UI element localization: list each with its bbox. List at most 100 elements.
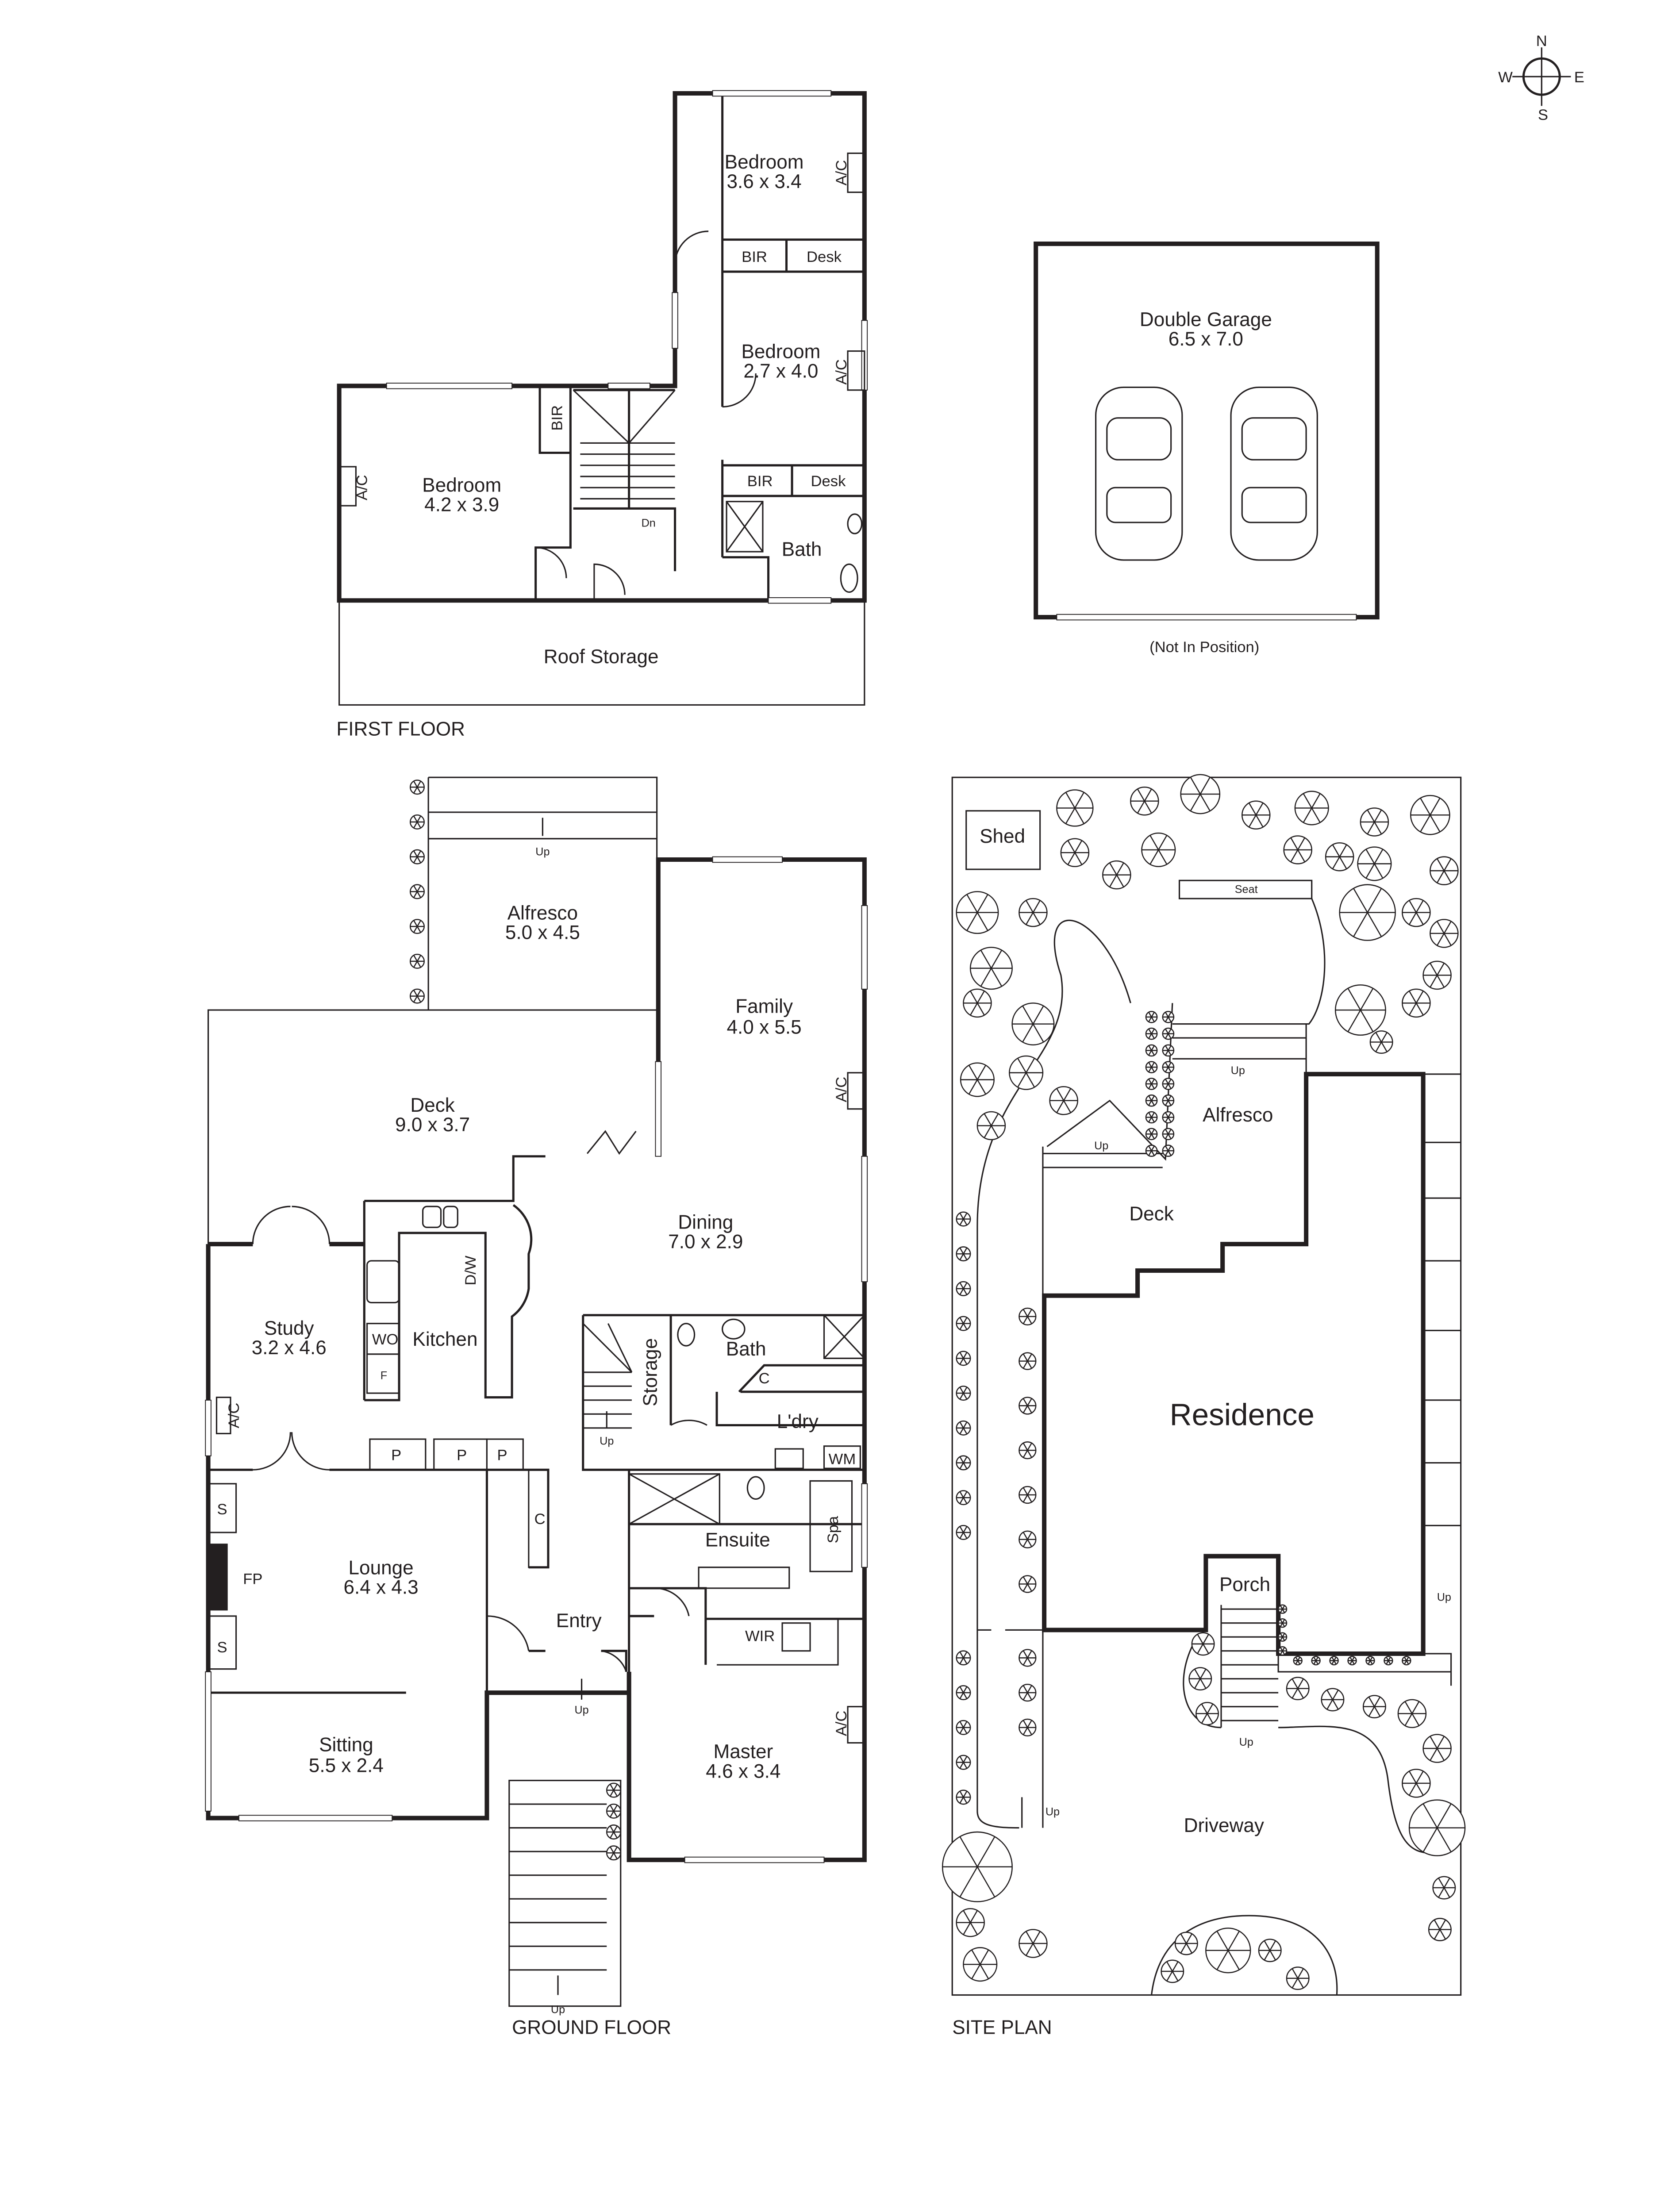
tree-branch — [959, 1253, 964, 1260]
room-size: 3.6 x 3.4 — [727, 171, 802, 192]
tree-branch — [1280, 1647, 1283, 1651]
tree-branch — [1404, 1701, 1413, 1714]
tree-branch — [1207, 1703, 1214, 1714]
tree-branch — [1151, 1129, 1155, 1134]
wall-oven-label: WO — [372, 1331, 399, 1348]
tree-branch — [1148, 1017, 1152, 1022]
tree-branch — [963, 1721, 968, 1728]
tree-branch — [959, 1213, 964, 1220]
tree-branch — [1165, 1062, 1169, 1068]
tree-branch — [959, 1352, 964, 1359]
ac-label: A/C — [226, 1403, 242, 1429]
tree-branch — [963, 1288, 968, 1295]
tree-branch — [1023, 1576, 1028, 1585]
tree-branch — [1165, 1100, 1169, 1106]
tree-branch — [413, 787, 418, 794]
room-size: 4.2 x 3.9 — [424, 494, 499, 516]
tree-branch — [1116, 875, 1124, 887]
tree-branch — [1151, 1062, 1155, 1068]
tree-branch — [963, 1797, 968, 1804]
tree-branch — [613, 1784, 618, 1791]
tree-branch — [1282, 1633, 1285, 1637]
tree-branch — [991, 950, 1003, 969]
tree-branch — [1026, 1072, 1035, 1088]
ac-label: A/C — [833, 160, 850, 186]
tree-branch — [1148, 1095, 1152, 1101]
tree-branch — [959, 1247, 964, 1254]
tree-branch — [1280, 1619, 1283, 1624]
tree-branch — [1194, 1678, 1201, 1689]
tree-branch — [1027, 1316, 1032, 1324]
tree-branch — [1151, 1145, 1155, 1151]
tree-branch — [1165, 1150, 1169, 1156]
tree-branch — [1201, 1703, 1208, 1714]
tree-branch — [1027, 1443, 1032, 1451]
room-name: Kitchen — [412, 1329, 477, 1350]
tree-branch — [1148, 1079, 1152, 1084]
tree-branch — [1074, 792, 1084, 809]
tree-branch — [1420, 814, 1431, 833]
room-size: 6.5 x 7.0 — [1169, 328, 1243, 350]
tree-branch — [1168, 1150, 1172, 1156]
tree-branch — [1063, 1088, 1071, 1101]
shed-label: Shed — [980, 826, 1025, 847]
tree-branch — [1027, 1405, 1032, 1413]
tree-branch — [959, 1791, 964, 1797]
tree-branch — [1199, 1678, 1207, 1689]
tree-branch — [1032, 1931, 1041, 1944]
tree-branch — [416, 850, 421, 857]
compass-w: W — [1498, 69, 1513, 86]
fridge-label: F — [381, 1370, 387, 1382]
tree-branch — [1165, 1050, 1169, 1056]
tree-branch — [613, 1832, 618, 1839]
tree-branch — [1367, 888, 1382, 913]
tree-branch — [1148, 1133, 1152, 1139]
tree-branch — [1443, 921, 1452, 934]
tree-branch — [413, 780, 418, 787]
tree-branch — [1165, 1067, 1169, 1072]
tree-branch — [1430, 1736, 1438, 1749]
tree-branch — [1280, 1636, 1283, 1641]
tree-branch — [1326, 1690, 1334, 1700]
room-name: Bedroom — [741, 341, 820, 362]
room-size: 3.2 x 4.6 — [252, 1337, 327, 1359]
tree-branch — [1216, 1931, 1229, 1951]
tree-branch — [976, 1836, 996, 1867]
tree-branch — [963, 1727, 968, 1734]
deck-label: Deck — [1129, 1203, 1174, 1225]
tree-branch — [1303, 807, 1312, 823]
tree-branch — [1148, 1012, 1152, 1018]
tree-branch — [613, 1805, 618, 1812]
tree-branch — [1027, 1650, 1032, 1659]
tree-branch — [991, 1113, 999, 1126]
tree-branch — [1151, 1050, 1155, 1056]
tree-branch — [1165, 1045, 1169, 1051]
tree-branch — [963, 1462, 968, 1469]
tree-branch — [416, 815, 421, 822]
tree-branch — [1023, 1487, 1028, 1495]
tree-branch — [1168, 1062, 1172, 1068]
tree-branch — [976, 894, 988, 913]
tree-branch — [1067, 840, 1076, 853]
desk-label: Desk — [811, 473, 846, 490]
tree-branch — [1148, 1129, 1152, 1134]
tree-branch — [963, 1692, 968, 1699]
tree-branch — [1137, 788, 1145, 802]
tree-branch — [1443, 1878, 1450, 1888]
tree-branch — [1168, 1133, 1172, 1139]
tree-branch — [963, 1213, 968, 1220]
tree-branch — [1190, 777, 1201, 795]
room-size: 4.6 x 3.4 — [706, 1760, 780, 1782]
ground-floor-title: GROUND FLOOR — [512, 2017, 671, 2039]
tree-branch — [959, 1762, 964, 1769]
tree-branch — [610, 1832, 615, 1839]
tree-branch — [1297, 1978, 1304, 1989]
bir-label: BIR — [742, 249, 767, 265]
tree-branch — [1422, 1803, 1438, 1828]
tree-branch — [1027, 1353, 1032, 1362]
tree-branch — [1339, 856, 1347, 869]
tree-branch — [1165, 1029, 1169, 1034]
tree-branch — [416, 920, 421, 927]
tree-branch — [1269, 1950, 1276, 1961]
tree-branch — [413, 926, 418, 933]
